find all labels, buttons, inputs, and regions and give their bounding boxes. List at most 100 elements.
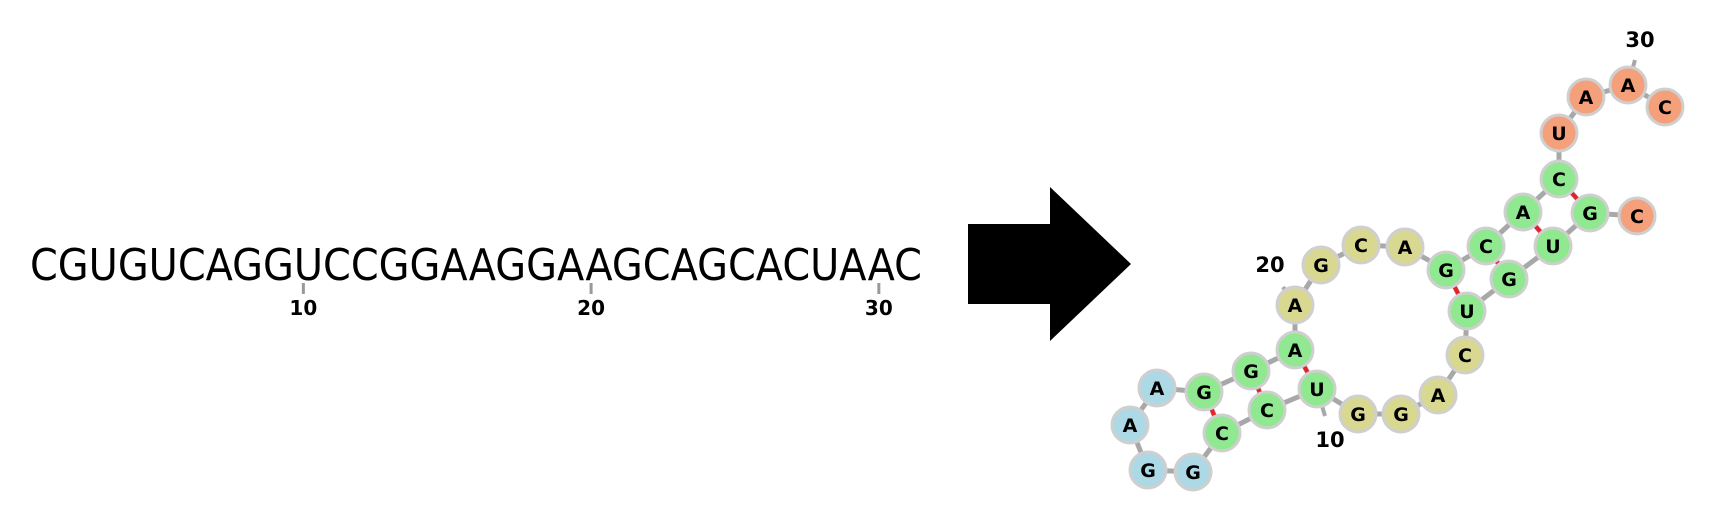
base-pair-mark	[1570, 191, 1579, 201]
nucleotide-letter: A	[1431, 385, 1446, 407]
nucleotide-letter: A	[1288, 295, 1303, 317]
right-arrow-icon	[968, 187, 1131, 341]
nucleotide-node: G	[1570, 193, 1610, 233]
nucleotide-node: U	[1297, 369, 1337, 409]
nucleotide-letter: C	[1260, 400, 1274, 422]
nucleotide-circle	[1184, 372, 1224, 412]
nucleotide-circle	[1426, 250, 1466, 290]
base-pair-mark	[1209, 408, 1217, 417]
nucleotide-node: C	[1617, 196, 1657, 236]
nucleotide-circle	[1338, 394, 1378, 434]
nucleotide-node: C	[1247, 390, 1287, 430]
nucleotide-node: U	[1447, 291, 1487, 331]
nucleotide-circle	[1275, 330, 1315, 370]
nucleotide-node: C	[1341, 225, 1381, 265]
nucleotide-node: A	[1275, 285, 1315, 325]
nucleotide-letter: U	[1551, 123, 1566, 145]
nucleotide-letter: U	[1309, 379, 1324, 401]
nucleotide-node: A	[1608, 65, 1648, 105]
nucleotide-circle	[1297, 369, 1337, 409]
nucleotide-letter: C	[1215, 423, 1229, 445]
sequence-tick-label: 30	[865, 296, 893, 320]
nucleotide-letter: G	[1350, 404, 1366, 426]
nucleotide-node: G	[1381, 394, 1421, 434]
nucleotide-letter: G	[1393, 404, 1409, 426]
nucleotide-circle	[1137, 368, 1177, 408]
nucleotide-letter: G	[1438, 260, 1454, 282]
nucleotide-letter: C	[1658, 97, 1672, 119]
nucleotide-node: A	[1418, 375, 1458, 415]
nucleotide-node: G	[1301, 245, 1341, 285]
nucleotide-circle	[1247, 390, 1287, 430]
nucleotide-letter: A	[1150, 378, 1165, 400]
nucleotide-circle	[1341, 225, 1381, 265]
nucleotide-circle	[1202, 413, 1242, 453]
nucleotide-circle	[1608, 65, 1648, 105]
nucleotide-circle	[1381, 394, 1421, 434]
nucleotide-circle	[1385, 227, 1425, 267]
nucleotide-node: A	[1110, 405, 1150, 445]
sequence-tick-label: 10	[289, 296, 317, 320]
nucleotide-node: G	[1173, 452, 1213, 492]
nucleotide-node: G	[1489, 259, 1529, 299]
nucleotide-letter: C	[1552, 169, 1566, 191]
nucleotide-circle	[1231, 351, 1271, 391]
nucleotide-letter: A	[1621, 75, 1636, 97]
nucleotide-node: A	[1503, 192, 1543, 232]
nucleotide-circle	[1570, 193, 1610, 233]
nucleotide-circle	[1445, 335, 1485, 375]
nucleotide-circle	[1539, 113, 1579, 153]
nucleotide-letter: G	[1582, 203, 1598, 225]
nucleotide-letter: U	[1459, 301, 1474, 323]
nucleotide-circle	[1566, 77, 1606, 117]
nucleotide-letter: A	[1516, 202, 1531, 224]
nucleotide-letter: A	[1579, 87, 1594, 109]
position-label: 10	[1315, 428, 1344, 452]
nucleotide-node: G	[1426, 250, 1466, 290]
nucleotide-circle	[1489, 259, 1529, 299]
nucleotide-node: C	[1466, 226, 1506, 266]
nucleotide-letter: A	[1123, 415, 1138, 437]
nucleotide-circle	[1418, 375, 1458, 415]
nucleotide-node: U	[1539, 113, 1579, 153]
nucleotide-node: A	[1566, 77, 1606, 117]
nucleotide-letter: G	[1196, 382, 1212, 404]
nucleotide-circle	[1128, 450, 1168, 490]
nucleotide-circle	[1539, 159, 1579, 199]
position-label: 30	[1625, 28, 1654, 52]
nucleotide-circle	[1173, 452, 1213, 492]
nucleotide-node: A	[1275, 330, 1315, 370]
nucleotide-letter: C	[1479, 236, 1493, 258]
nucleotide-node: G	[1338, 394, 1378, 434]
nucleotide-letter: G	[1185, 462, 1201, 484]
nucleotide-letter: G	[1501, 269, 1517, 291]
nucleotide-letter: G	[1313, 255, 1329, 277]
nucleotide-circle	[1645, 87, 1685, 127]
nucleotide-node: G	[1231, 351, 1271, 391]
position-label: 20	[1255, 253, 1284, 277]
nucleotide-node: C	[1445, 335, 1485, 375]
base-pair-mark	[1533, 224, 1543, 234]
nucleotide-circle	[1533, 226, 1573, 266]
nucleotide-letter: A	[1398, 237, 1413, 259]
nucleotide-letter: A	[1288, 340, 1303, 362]
nucleotide-letter: G	[1243, 361, 1259, 383]
sequence-tick-label: 20	[577, 296, 605, 320]
nucleotide-circle	[1466, 226, 1506, 266]
nucleotide-letter: C	[1630, 206, 1644, 228]
base-pair-mark	[1452, 286, 1461, 295]
nucleotide-letter: G	[1140, 460, 1156, 482]
nucleotide-node: C	[1645, 87, 1685, 127]
nucleotide-node: G	[1184, 372, 1224, 412]
nucleotide-letter: C	[1458, 345, 1472, 367]
nucleotide-circle	[1301, 245, 1341, 285]
nucleotide-letter: C	[1354, 235, 1368, 257]
nucleotide-circle	[1447, 291, 1487, 331]
nucleotide-circle	[1110, 405, 1150, 445]
nucleotide-node: A	[1137, 368, 1177, 408]
nucleotide-node: C	[1202, 413, 1242, 453]
nucleotide-circle	[1617, 196, 1657, 236]
